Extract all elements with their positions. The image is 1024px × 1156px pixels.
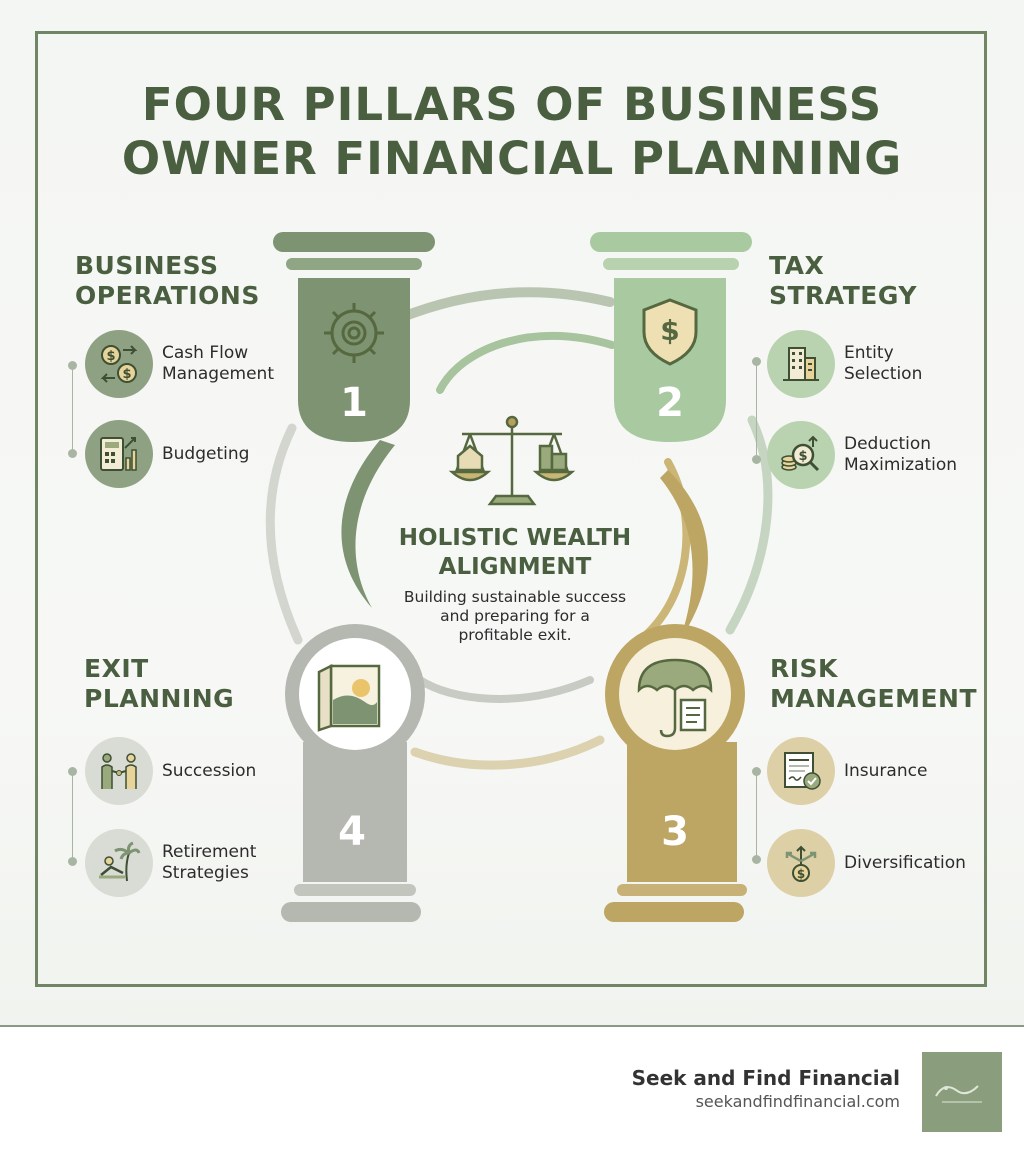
handshake-key-icon — [85, 737, 153, 805]
brand-name: Seek and Find Financial — [631, 1066, 900, 1090]
svg-text:$: $ — [106, 349, 115, 364]
connector-swoosh-4-1 — [265, 423, 303, 645]
contract-icon — [767, 737, 835, 805]
section-connector-line — [72, 772, 73, 864]
umbrella-document-icon — [637, 658, 713, 738]
connector-swoosh-2-3 — [725, 415, 773, 635]
building-icon — [767, 330, 835, 398]
calculator-chart-icon — [85, 420, 153, 488]
pillar-1-shape — [273, 232, 435, 442]
connector-swoosh-1-2 — [395, 287, 615, 323]
section-title-exit-planning: EXIT PLANNING — [84, 654, 235, 713]
list-item-label: Cash Flow Management — [162, 343, 274, 384]
center-subtitle: Building sustainable success and prepari… — [403, 588, 627, 644]
svg-text:$: $ — [122, 367, 131, 382]
footer — [0, 1025, 1024, 1156]
brand-logo-mark — [935, 1085, 982, 1103]
list-item-label: Succession — [162, 760, 257, 781]
svg-text:$: $ — [660, 314, 679, 347]
connector-dot — [68, 449, 77, 458]
pillar-4-shape — [281, 624, 425, 922]
pillar1-tail-swoosh — [341, 440, 395, 608]
list-item-cash-flow: $$ Cash Flow Management — [85, 330, 274, 398]
center-title: HOLISTIC WEALTH ALIGNMENT — [398, 525, 632, 580]
magnifier-coins-icon: $ — [767, 421, 835, 489]
list-item-label: Insurance — [844, 760, 928, 781]
pillar-2-shape: $ — [590, 232, 752, 442]
svg-text:$: $ — [797, 867, 805, 881]
section-connector-line — [756, 772, 757, 862]
connector-dot — [752, 455, 761, 464]
pillar-3-shape — [604, 624, 747, 922]
pillar-3-number: 3 — [661, 809, 689, 855]
svg-text:$: $ — [798, 449, 807, 464]
inner-swoosh-green — [436, 331, 616, 394]
list-item-label: Budgeting — [162, 443, 250, 464]
gear-icon — [324, 303, 384, 363]
brand-logo[interactable] — [922, 1052, 1002, 1132]
split-arrows-dollar-icon: $ — [767, 829, 835, 897]
section-connector-line — [756, 362, 757, 462]
connector-dot — [752, 855, 761, 864]
list-item-label: Entity Selection — [844, 343, 923, 384]
pillar3-tail-swoosh — [660, 470, 708, 640]
connector-dot — [68, 857, 77, 866]
page-title: FOUR PILLARS OF BUSINESS OWNER FINANCIAL… — [121, 78, 903, 185]
list-item-label: Retirement Strategies — [162, 842, 257, 883]
section-connector-line — [72, 366, 73, 456]
palm-lounger-icon — [85, 829, 153, 897]
list-item-label: Diversification — [844, 852, 966, 873]
connector-dot — [752, 767, 761, 776]
pillar-1-number: 1 — [340, 380, 368, 426]
pillars-diagram: $ — [265, 232, 773, 922]
section-title-tax-strategy: TAX STRATEGY — [769, 251, 917, 310]
section-title-business-operations: BUSINESS OPERATIONS — [75, 251, 260, 310]
cash-flow-icon: $$ — [85, 330, 153, 398]
connector-swoosh-3-4 — [410, 735, 605, 770]
list-item-diversification: $ Diversification — [767, 829, 966, 897]
list-item-retirement-strategies: Retirement Strategies — [85, 829, 256, 897]
connector-dot — [68, 767, 77, 776]
list-item-budgeting: Budgeting — [85, 420, 249, 488]
connector-dot — [68, 361, 77, 370]
list-item-succession: Succession — [85, 737, 256, 805]
open-door-icon — [317, 663, 381, 732]
list-item-insurance: Insurance — [767, 737, 927, 805]
section-title-risk-management: RISK MANAGEMENT — [770, 654, 978, 713]
infographic-frame — [35, 31, 987, 987]
pillar-4-number: 4 — [338, 809, 366, 855]
inner-swoosh-gray — [416, 676, 594, 703]
balance-scale-icon — [448, 415, 576, 506]
pillar-2-number: 2 — [656, 380, 684, 426]
brand-url-link[interactable]: seekandfindfinancial.com — [695, 1092, 900, 1111]
shield-dollar-icon: $ — [642, 298, 698, 366]
connector-dot — [752, 357, 761, 366]
list-item-label: Deduction Maximization — [844, 434, 958, 475]
list-item-deduction-maximization: $ Deduction Maximization — [767, 421, 957, 489]
list-item-entity-selection: Entity Selection — [767, 330, 922, 398]
